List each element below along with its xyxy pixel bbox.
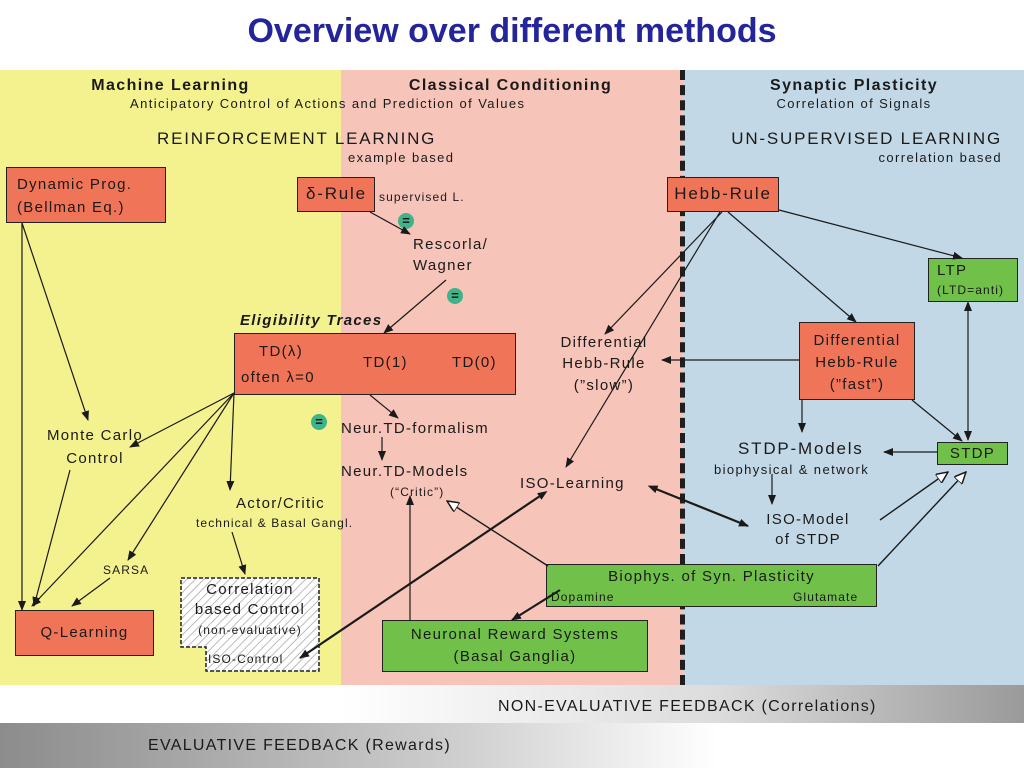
arrow: [129, 392, 235, 448]
reinforcement-learning-title: REINFORCEMENT LEARNING: [157, 129, 437, 148]
arrow: [604, 211, 723, 335]
corr-control-line3: (non-evaluative): [198, 623, 302, 637]
unsupervised-learning-subtitle: correlation based: [878, 150, 1002, 165]
diff-hebb-fast-line3: (”fast”): [829, 376, 885, 393]
diff-hebb-fast-line2: Hebb-Rule: [815, 354, 899, 371]
arrow: [879, 472, 948, 521]
stdp-models-subtitle: biophysical & network: [714, 462, 870, 477]
hebb-rule-label: Hebb-Rule: [674, 184, 772, 203]
monte-carlo-line2: Control: [66, 450, 124, 467]
arrow: [369, 394, 399, 419]
arrow: [21, 222, 89, 421]
corr-control-line1: Correlation: [206, 581, 294, 598]
iso-model-line1: ISO-Model: [766, 511, 850, 528]
equal-badge: =: [311, 414, 327, 430]
neur-td-formalism-label: Neur.TD-formalism: [341, 420, 489, 437]
arrow: [127, 392, 235, 561]
arrow: [32, 469, 71, 607]
arrow: [911, 399, 963, 442]
machine-learning-title: Machine Learning: [91, 77, 250, 94]
arrow: [647, 485, 749, 528]
arrow: [71, 577, 111, 607]
q-learning-box: Q-Learning: [15, 610, 154, 656]
equal-badge: =: [398, 213, 414, 229]
ltp-line2: (LTD=anti): [937, 283, 1005, 297]
non-evaluative-feedback-label: NON-EVALUATIVE FEEDBACK (Correlations): [498, 698, 877, 715]
stdp-box: STDP: [937, 442, 1008, 465]
rescorla-line1: Rescorla/: [413, 236, 489, 253]
td0-label: TD(0): [452, 354, 497, 371]
sarsa-label: SARSA: [103, 563, 150, 577]
delta-rule-note: supervised L.: [379, 190, 465, 204]
arrow: [447, 501, 549, 567]
column-divider: [680, 70, 685, 685]
page-title: Overview over different methods: [247, 12, 777, 50]
td-often-label: often λ=0: [241, 369, 315, 386]
q-learning-label: Q-Learning: [40, 624, 129, 641]
corr-control-line4: ISO-Control: [208, 652, 284, 666]
synaptic-plasticity-title: Synaptic Plasticity: [770, 77, 938, 94]
diff-hebb-fast-box: Differential Hebb-Rule (”fast”): [799, 322, 915, 400]
arrow: [231, 531, 247, 575]
iso-model-line2: of STDP: [775, 531, 841, 548]
arrow: [31, 392, 235, 607]
dynamic-programming-line1: Dynamic Prog.: [17, 176, 133, 193]
evaluative-feedback-label: EVALUATIVE FEEDBACK (Rewards): [148, 737, 451, 754]
ltp-box: LTP (LTD=anti): [928, 258, 1018, 302]
ltp-line1: LTP: [937, 262, 968, 279]
arrow: [369, 211, 411, 235]
stdp-models-label: STDP-Models: [738, 439, 864, 458]
biophys-label: Biophys. of Syn. Plasticity: [608, 568, 815, 585]
arrow: [383, 279, 447, 334]
iso-learning-label: ISO-Learning: [520, 475, 625, 492]
arrow: [778, 209, 963, 260]
glutamate-label: Glutamate: [793, 590, 859, 604]
td1-label: TD(1): [363, 354, 408, 371]
hebb-rule-box: Hebb-Rule: [667, 177, 779, 212]
classical-conditioning-title: Classical Conditioning: [408, 77, 613, 94]
arrow: [299, 490, 548, 659]
td-methods-box: TD(λ) often λ=0 TD(1) TD(0): [234, 333, 516, 395]
arrow: [226, 392, 235, 491]
arrow: [727, 211, 857, 323]
biophys-box: Biophys. of Syn. Plasticity Dopamine Glu…: [546, 564, 877, 607]
diff-hebb-slow-line1: Differential: [560, 334, 648, 351]
correlation-based-control-box: Correlation based Control (non-evaluativ…: [180, 577, 320, 672]
delta-rule-box: δ-Rule: [297, 177, 375, 212]
machine-learning-subtitle: Anticipatory Control of Actions and Pred…: [130, 96, 526, 111]
arrow: [565, 211, 721, 468]
synaptic-plasticity-subtitle: Correlation of Signals: [776, 96, 932, 111]
diff-hebb-fast-line1: Differential: [813, 332, 901, 349]
unsupervised-learning-title: UN-SUPERVISED LEARNING: [731, 129, 1002, 148]
neur-td-models-label: Neur.TD-Models: [341, 463, 469, 480]
reinforcement-learning-subtitle: example based: [348, 150, 455, 165]
arrow: [511, 589, 561, 621]
monte-carlo-line1: Monte Carlo: [46, 427, 143, 444]
evaluative-feedback-bar: [0, 723, 1024, 768]
dopamine-label: Dopamine: [551, 590, 615, 604]
dynamic-programming-box: Dynamic Prog. (Bellman Eq.): [6, 167, 166, 223]
arrow: [877, 472, 966, 567]
non-evaluative-feedback-bar: [341, 685, 1024, 723]
delta-rule-label: δ-Rule: [306, 184, 367, 203]
diff-hebb-slow-line2: Hebb-Rule: [562, 355, 646, 372]
rescorla-line2: Wagner: [413, 257, 473, 274]
td-lambda-label: TD(λ): [259, 343, 303, 360]
dynamic-programming-line2: (Bellman Eq.): [17, 199, 125, 216]
equal-badge: =: [447, 288, 463, 304]
stdp-label: STDP: [949, 445, 996, 462]
corr-control-line2: based Control: [194, 601, 306, 618]
eligibility-traces-label: Eligibility Traces: [240, 312, 383, 329]
